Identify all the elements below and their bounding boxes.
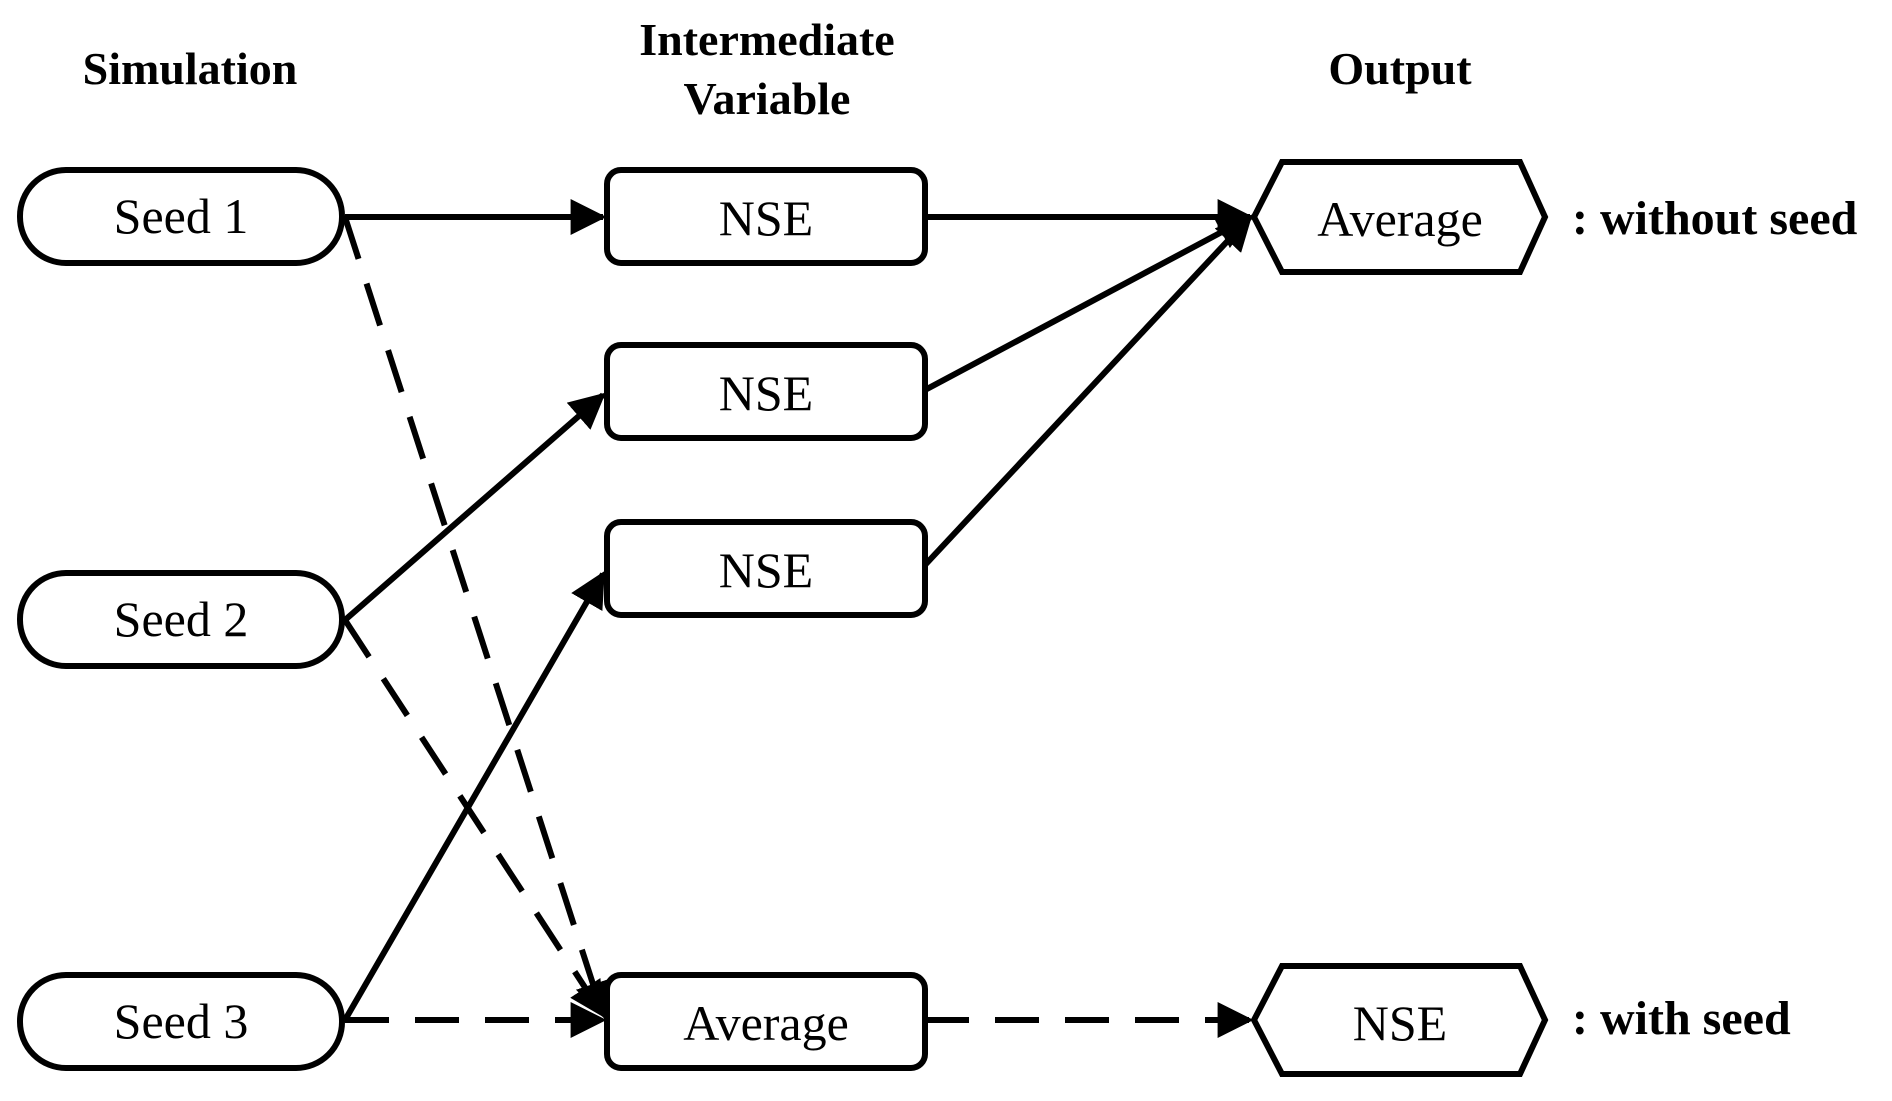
average-output-label: Average — [1317, 191, 1483, 247]
intermediate-node-nse1: NSE — [604, 167, 928, 266]
seed1-label: Seed 1 — [114, 188, 249, 244]
seed3-label: Seed 3 — [114, 993, 249, 1049]
edge-seed2-to-average-intermediate — [342, 618, 606, 1019]
intermediate-node-nse2: NSE — [604, 342, 928, 441]
nse1-label: NSE — [719, 190, 813, 246]
dashed-connections — [342, 216, 1254, 1038]
legend-without-seed: : without seed — [1572, 192, 1858, 245]
header-output: Output — [1328, 43, 1472, 94]
simulation-node-seed2: Seed 2 — [17, 570, 345, 669]
edge-nse3-to-average-output — [922, 214, 1253, 568]
nse3-label: NSE — [719, 542, 813, 598]
simulation-node-seed3: Seed 3 — [17, 972, 345, 1071]
output-node-average: Average — [1250, 159, 1549, 275]
legend-with-seed: : with seed — [1572, 992, 1791, 1045]
header-simulation: Simulation — [83, 43, 298, 94]
seed2-label: Seed 2 — [114, 591, 249, 647]
nse-output-label: NSE — [1353, 995, 1447, 1051]
edge-seed3-to-nse3 — [342, 570, 606, 1022]
nse2-label: NSE — [719, 365, 813, 421]
solid-connections — [342, 199, 1254, 1022]
intermediate-node-average: Average — [604, 972, 928, 1071]
header-intermediate-line2: Variable — [684, 73, 851, 124]
edge-seed1-to-average-intermediate — [342, 216, 611, 1019]
intermediate-node-nse3: NSE — [604, 519, 928, 618]
output-node-nse: NSE — [1250, 963, 1549, 1077]
edge-nse2-to-average-output — [923, 214, 1254, 393]
average-intermediate-label: Average — [683, 995, 849, 1051]
simulation-node-seed1: Seed 1 — [17, 167, 345, 266]
edge-seed2-to-nse2 — [343, 392, 606, 623]
header-intermediate-line1: Intermediate — [639, 14, 894, 65]
